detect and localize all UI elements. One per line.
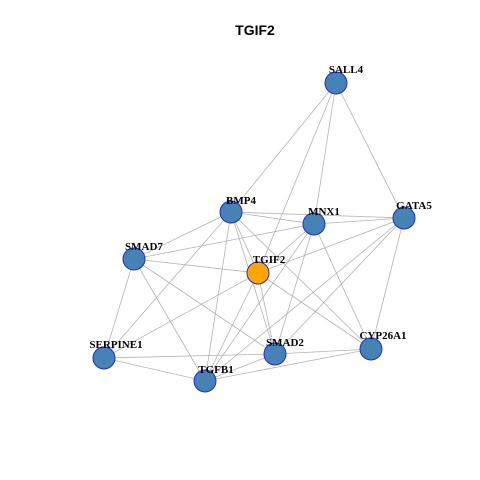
node-label-sall4: SALL4 <box>329 64 364 76</box>
edge-sall4-tgif2 <box>257 82 337 274</box>
edge-gata5-tgif2 <box>257 217 405 274</box>
edge-tgif2-tgfb1 <box>204 272 259 382</box>
node-circle-tgif2 <box>246 261 270 285</box>
edge-smad7-tgfb1 <box>133 258 206 382</box>
node-bmp4: BMP4 <box>219 195 256 224</box>
edge-sall4-bmp4 <box>230 82 337 213</box>
node-label-tgfb1: TGFB1 <box>198 364 233 376</box>
node-label-smad2: SMAD2 <box>266 337 304 349</box>
edge-bmp4-cyp26a1 <box>230 211 372 350</box>
edge-bmp4-smad7 <box>133 211 232 260</box>
node-label-tgif2: TGIF2 <box>253 254 286 266</box>
node-label-serpine1: SERPINE1 <box>89 339 142 351</box>
edges-layer <box>103 82 405 382</box>
node-circle-serpine1 <box>92 346 116 370</box>
node-circle-gata5 <box>392 206 416 230</box>
edge-mnx1-gata5 <box>313 217 405 225</box>
node-mnx1: MNX1 <box>302 206 340 236</box>
node-label-cyp26a1: CYP26A1 <box>359 330 406 342</box>
node-circle-sall4 <box>324 71 348 95</box>
node-label-gata5: GATA5 <box>396 200 432 212</box>
edge-bmp4-mnx1 <box>230 211 315 225</box>
edge-bmp4-serpine1 <box>103 211 232 359</box>
node-label-bmp4: BMP4 <box>226 195 256 207</box>
edge-sall4-gata5 <box>335 82 405 219</box>
node-circle-mnx1 <box>302 212 326 236</box>
edge-mnx1-smad2 <box>274 223 315 355</box>
edge-smad7-smad2 <box>133 258 276 355</box>
edge-tgif2-cyp26a1 <box>257 272 372 350</box>
edge-smad7-tgif2 <box>133 258 259 274</box>
diagram-title: TGIF2 <box>235 22 275 38</box>
node-tgif2: TGIF2 <box>246 254 286 285</box>
node-serpine1: SERPINE1 <box>89 339 143 370</box>
node-circle-cyp26a1 <box>359 337 383 361</box>
edge-tgfb1-cyp26a1 <box>204 348 372 382</box>
edge-bmp4-tgfb1 <box>204 211 232 382</box>
node-sall4: SALL4 <box>324 64 364 95</box>
node-smad7: SMAD7 <box>122 241 163 271</box>
edge-tgif2-smad2 <box>257 272 276 355</box>
node-tgfb1: TGFB1 <box>193 364 234 393</box>
edge-serpine1-smad2 <box>103 353 276 359</box>
edge-mnx1-cyp26a1 <box>313 223 372 350</box>
node-circle-bmp4 <box>219 200 243 224</box>
node-label-smad7: SMAD7 <box>125 241 163 253</box>
node-circle-tgfb1 <box>193 369 217 393</box>
node-gata5: GATA5 <box>392 200 432 230</box>
node-cyp26a1: CYP26A1 <box>359 330 407 361</box>
edge-gata5-tgfb1 <box>204 217 405 382</box>
edge-sall4-mnx1 <box>313 82 337 225</box>
edge-smad7-serpine1 <box>103 258 135 359</box>
edge-gata5-smad2 <box>274 217 405 355</box>
edge-smad2-cyp26a1 <box>274 348 372 355</box>
edge-serpine1-tgfb1 <box>103 357 206 382</box>
node-circle-smad7 <box>122 247 146 271</box>
edge-mnx1-tgif2 <box>257 223 315 274</box>
edge-smad2-tgfb1 <box>204 353 276 382</box>
node-smad2: SMAD2 <box>263 337 304 366</box>
edge-mnx1-smad7 <box>133 223 315 260</box>
node-label-mnx1: MNX1 <box>308 206 340 218</box>
edge-mnx1-tgfb1 <box>204 223 315 382</box>
edge-tgif2-serpine1 <box>103 272 259 359</box>
node-circle-smad2 <box>263 342 287 366</box>
edge-gata5-cyp26a1 <box>370 217 405 350</box>
